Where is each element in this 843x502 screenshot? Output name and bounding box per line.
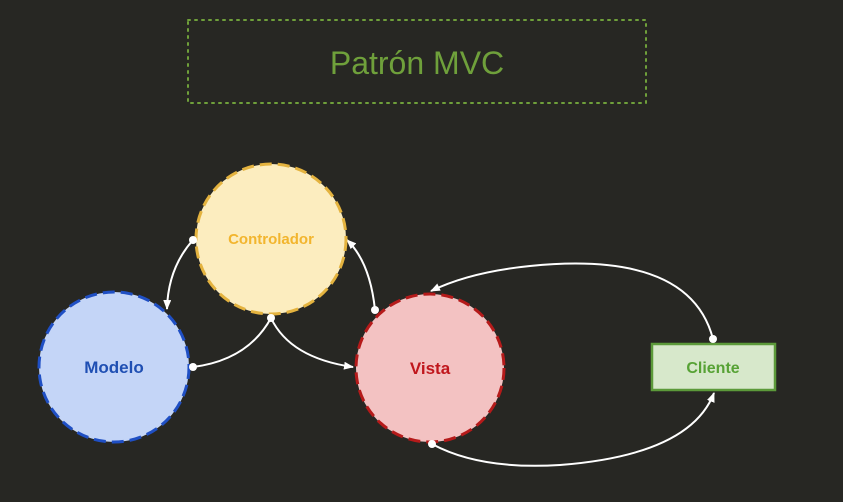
diagram-title: Patrón MVC (330, 45, 504, 81)
dot-cliente-top (709, 335, 717, 343)
dot-vista-bottom (428, 440, 436, 448)
dot-controlador-left (189, 236, 197, 244)
dot-vista-top (371, 306, 379, 314)
title-box: Patrón MVC (187, 19, 647, 104)
cliente-label: Cliente (686, 360, 739, 377)
connector-vista-to-controlador (346, 239, 376, 311)
dot-modelo-right (189, 363, 197, 371)
cliente-box (650, 342, 777, 392)
controlador-label: Controlador (228, 231, 314, 248)
node-cliente[interactable]: Cliente (650, 342, 777, 392)
modelo-label: Modelo (84, 358, 144, 377)
connector-modelo-to-controlador (192, 317, 272, 368)
connector-vista-to-cliente (431, 392, 715, 467)
connector-controlador-to-vista (270, 317, 354, 370)
connector-dots (189, 236, 717, 448)
node-modelo[interactable]: Modelo (37, 290, 191, 444)
node-controlador[interactable]: Controlador (194, 162, 348, 316)
connector-controlador-to-modelo (163, 239, 194, 310)
vista-label: Vista (410, 359, 451, 378)
connector-cliente-to-vista (430, 262, 714, 340)
node-vista[interactable]: Vista (354, 292, 506, 444)
dot-controlador-bottom (267, 314, 275, 322)
title-border (187, 19, 647, 104)
connectors (163, 239, 715, 467)
